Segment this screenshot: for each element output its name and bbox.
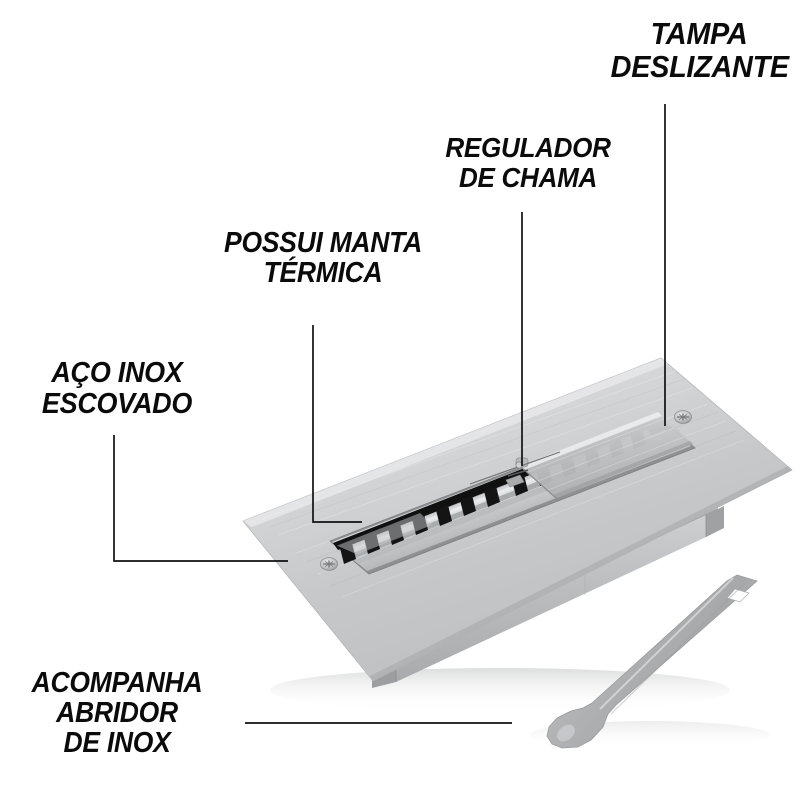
thermal-blanket bbox=[336, 513, 432, 558]
callout-regulador-de-chama: REGULADOR DE CHAMA bbox=[445, 132, 611, 193]
screw-right bbox=[674, 410, 693, 424]
callout-acompanha-abridor-de-inox: ACOMPANHA ABRIDOR DE INOX bbox=[31, 667, 203, 760]
leader-line-aco-inox-escovado bbox=[113, 435, 288, 562]
callout-aco-inox-escovado: AÇO INOX ESCOVADO bbox=[41, 357, 193, 420]
screw-left bbox=[319, 557, 338, 571]
leader-line-possui-manta-termica bbox=[312, 325, 362, 523]
callout-tampa-deslizante: TAMPA DESLIZANTE bbox=[610, 16, 789, 84]
leader-lines bbox=[113, 104, 666, 724]
sliding-lid[interactable] bbox=[519, 412, 693, 499]
ground-shadow bbox=[270, 668, 770, 749]
flame-regulator[interactable] bbox=[469, 451, 561, 488]
steel-opener-tool bbox=[546, 574, 758, 749]
callout-possui-manta-termica: POSSUI MANTA TÉRMICA bbox=[224, 227, 422, 290]
